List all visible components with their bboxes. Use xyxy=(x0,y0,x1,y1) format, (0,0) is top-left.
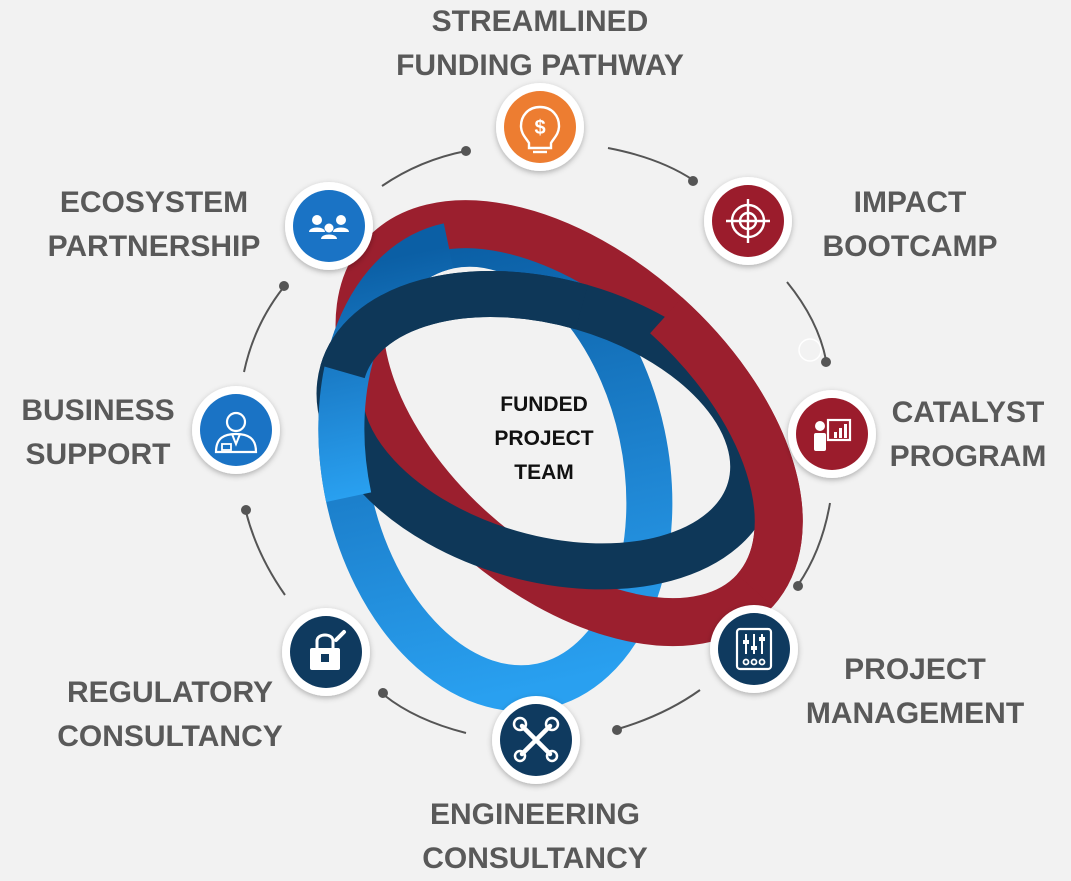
svg-text:$: $ xyxy=(534,117,545,139)
connector-regulatory-business xyxy=(245,511,286,596)
label-line: PROJECT xyxy=(844,653,986,686)
connector-project-engineering xyxy=(617,689,701,730)
node-business[interactable] xyxy=(192,386,280,474)
sliders-control-icon xyxy=(735,627,773,671)
connector-dot xyxy=(461,146,471,156)
label-line: CONSULTANCY xyxy=(57,720,283,753)
interlaced-ribbons xyxy=(316,200,803,712)
business-person-icon xyxy=(214,411,258,454)
target-crosshair-icon xyxy=(726,199,770,243)
connectors xyxy=(241,146,831,735)
label-line: IMPACT xyxy=(853,186,967,219)
connector-impact-catalyst xyxy=(786,281,827,361)
node-ecosystem[interactable] xyxy=(285,182,373,270)
wrench-screwdriver-icon xyxy=(512,716,560,763)
label-streamlined-funding-pathway: STREAMLINED FUNDING PATHWAY xyxy=(360,0,720,88)
node-regulatory[interactable] xyxy=(282,608,370,696)
lock-pen-icon xyxy=(310,630,346,670)
label-regulatory-consultancy: REGULATORY CONSULTANCY xyxy=(40,671,300,759)
center-label-line-3: TEAM xyxy=(514,461,574,484)
people-group-icon xyxy=(309,215,349,239)
presenter-chart-icon xyxy=(814,418,852,451)
label-catalyst-program: CATALYST PROGRAM xyxy=(878,391,1058,479)
connector-dot xyxy=(821,357,831,367)
connector-dot xyxy=(793,581,803,591)
connector-dot xyxy=(688,176,698,186)
center-label: FUNDED PROJECT TEAM xyxy=(474,388,614,490)
node-project-mgmt[interactable] xyxy=(710,605,798,693)
node-impact[interactable] xyxy=(704,177,792,265)
connector-dot xyxy=(279,281,289,291)
label-business-support: BUSINESS SUPPORT xyxy=(8,389,188,477)
label-line: BOOTCAMP xyxy=(822,230,998,263)
label-line: PROGRAM xyxy=(889,440,1047,473)
node-fill xyxy=(504,91,576,163)
label-line: CATALYST xyxy=(891,396,1045,429)
ribbon-navy-over xyxy=(320,270,588,379)
label-line: ECOSYSTEM xyxy=(59,186,249,219)
label-impact-bootcamp: IMPACT BOOTCAMP xyxy=(800,181,1020,269)
label-line: FUNDING PATHWAY xyxy=(396,49,684,82)
label-line: STREAMLINED xyxy=(431,5,649,38)
connector-business-ecosystem xyxy=(243,287,284,373)
center-label-line-1: FUNDED xyxy=(500,393,588,416)
connector-engineering-regulatory xyxy=(383,694,467,734)
connector-ring-marker xyxy=(798,338,822,362)
center-label-line-2: PROJECT xyxy=(494,427,594,450)
connector-catalyst-project xyxy=(797,502,831,586)
ribbon-red-over xyxy=(650,297,803,607)
label-line: REGULATORY xyxy=(66,676,274,709)
node-fill xyxy=(796,398,868,470)
connector-streamlined-impact xyxy=(607,147,694,181)
label-line: CONSULTANCY xyxy=(422,842,648,875)
label-line: MANAGEMENT xyxy=(805,697,1025,730)
connector-dot xyxy=(378,688,388,698)
label-line: PARTNERSHIP xyxy=(47,230,261,263)
connector-dot xyxy=(241,505,251,515)
label-line: SUPPORT xyxy=(25,438,171,471)
lightbulb-dollar-icon: $ xyxy=(519,105,561,154)
connector-dot xyxy=(612,725,622,735)
label-project-management: PROJECT MANAGEMENT xyxy=(790,648,1040,736)
label-ecosystem-partnership: ECOSYSTEM PARTNERSHIP xyxy=(34,181,274,269)
label-engineering-consultancy: ENGINEERING CONSULTANCY xyxy=(400,793,670,881)
nodes: $ xyxy=(192,83,876,784)
node-catalyst[interactable] xyxy=(788,390,876,478)
label-line: ENGINEERING xyxy=(429,798,641,831)
node-engineering[interactable] xyxy=(492,696,580,784)
node-streamlined[interactable]: $ xyxy=(496,83,584,171)
connector-ecosystem-streamlined xyxy=(381,150,467,187)
label-line: BUSINESS xyxy=(21,394,175,427)
